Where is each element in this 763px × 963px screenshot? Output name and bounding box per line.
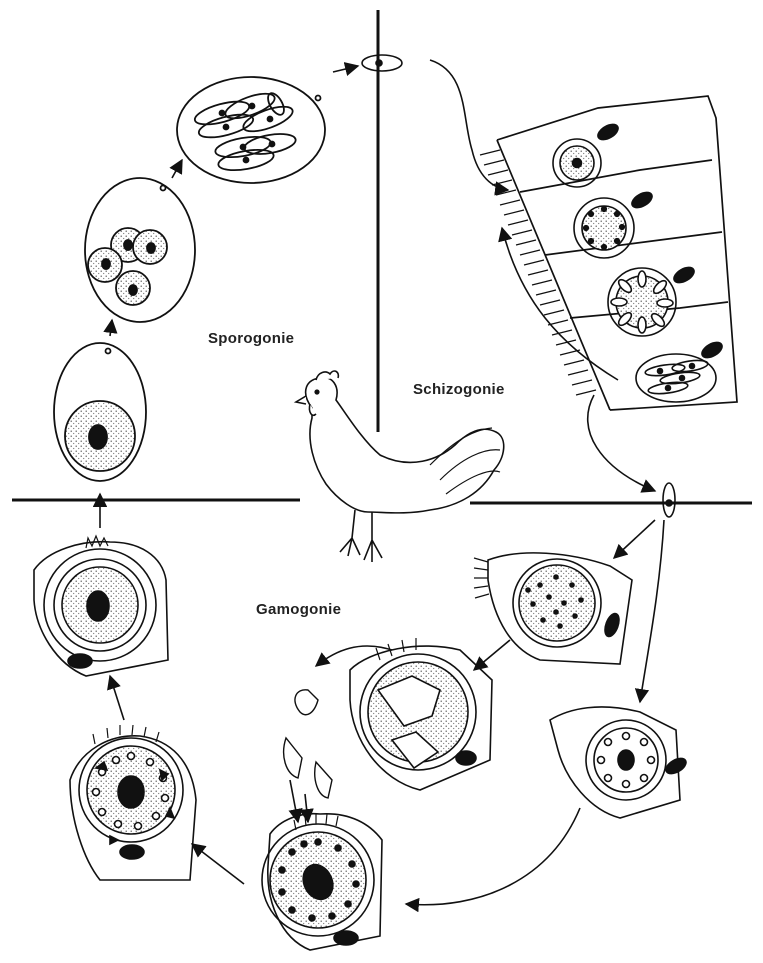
mature-schizont-merozoites <box>636 354 716 402</box>
trophozoite <box>553 139 601 187</box>
developing-schizont <box>608 268 676 336</box>
gamogony-label: Gamogonie <box>256 601 341 618</box>
maturing-microgamont <box>350 638 492 790</box>
schizogony-label: Schizogonie <box>413 381 505 398</box>
microgamont-cell <box>474 553 632 664</box>
immature-schizont <box>574 198 634 258</box>
immature-macrogamont-right <box>550 707 689 818</box>
sporogony-label: Sporogonie <box>208 330 294 347</box>
sporulated-oocyst <box>177 77 325 183</box>
chicken-host-icon <box>296 371 504 562</box>
free-sporozoite <box>362 55 402 71</box>
unsporulated-oocyst <box>54 343 146 481</box>
macrogamont-bottom <box>262 814 382 950</box>
zygote-oocyst-in-cell <box>34 536 168 676</box>
macrogamont-left <box>70 725 196 880</box>
intestinal-epithelium <box>480 96 737 410</box>
sporoblast-oocyst <box>85 178 195 322</box>
free-merozoite <box>663 483 675 517</box>
